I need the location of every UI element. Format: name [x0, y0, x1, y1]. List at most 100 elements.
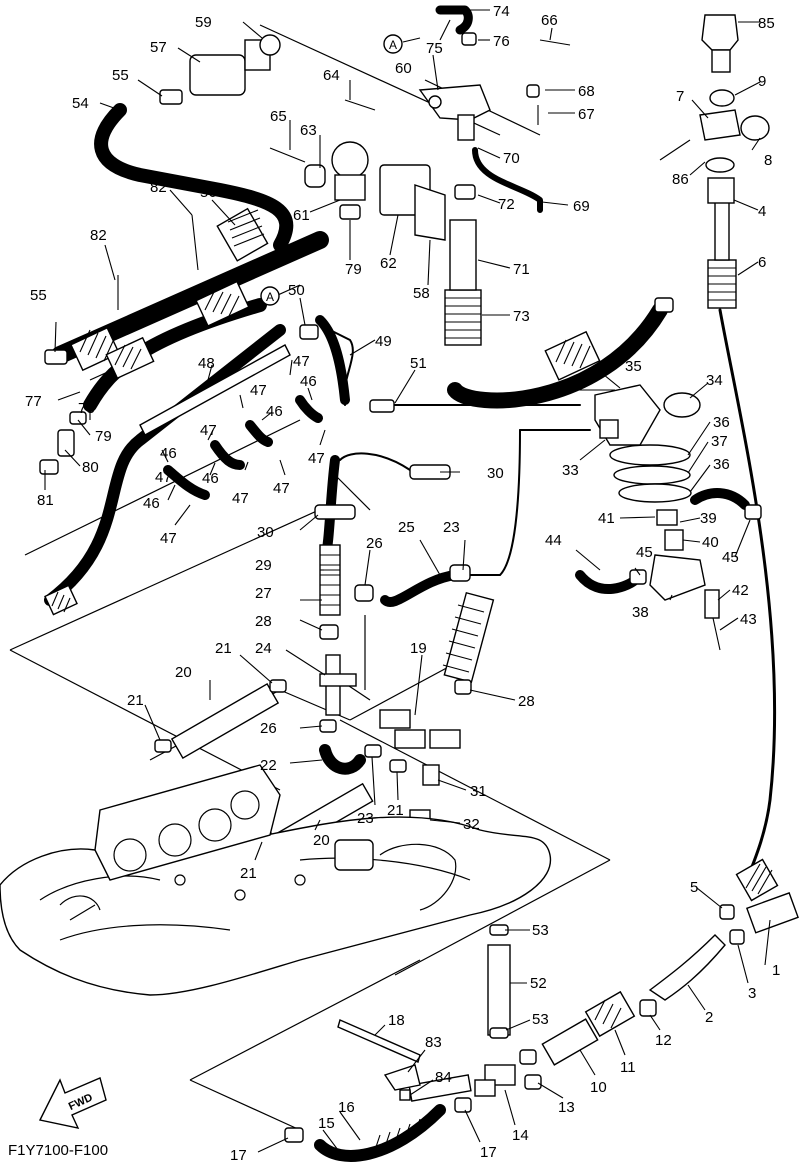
callout-69: 69	[573, 198, 590, 215]
engine-block	[0, 764, 552, 996]
callout-46-d: 46	[202, 470, 219, 487]
components	[39, 14, 770, 1143]
fwd-arrow: FWD	[38, 1077, 107, 1129]
callout-24: 24	[255, 640, 272, 657]
callout-83: 83	[425, 1034, 442, 1051]
callout-53-bottom: 53	[532, 1011, 549, 1028]
callout-42: 42	[732, 582, 749, 599]
callout-36-bottom: 36	[713, 456, 730, 473]
callout-47-f: 47	[232, 490, 249, 507]
callout-23-top: 23	[443, 519, 460, 536]
callout-14: 14	[512, 1127, 529, 1144]
callout-52: 52	[530, 975, 547, 992]
callout-16: 16	[338, 1099, 355, 1116]
callout-59: 59	[195, 14, 212, 31]
callout-66: 66	[541, 12, 558, 29]
callout-65: 65	[270, 108, 287, 125]
callout-17-right: 17	[480, 1144, 497, 1161]
callout-54: 54	[72, 95, 89, 112]
callout-37: 37	[711, 433, 728, 450]
callout-46-c: 46	[160, 445, 177, 462]
assembly-boundary-lines	[9, 24, 611, 1131]
callout-7: 7	[676, 88, 684, 105]
callout-8: 8	[764, 152, 772, 169]
callout-47-e: 47	[155, 469, 172, 486]
diagram-code: F1Y7100-F100	[8, 1142, 108, 1159]
callout-46-b: 46	[266, 403, 283, 420]
callout-28-left: 28	[255, 613, 272, 630]
ref-mark-a-middle-text: A	[266, 290, 274, 304]
callout-21-a: 21	[215, 640, 232, 657]
callout-44: 44	[545, 532, 562, 549]
callout-21-c: 21	[387, 802, 404, 819]
callout-21-b: 21	[127, 692, 144, 709]
callout-38: 38	[632, 604, 649, 621]
ref-mark-a-top	[383, 34, 403, 54]
callout-20-top: 20	[175, 664, 192, 681]
callout-47-b: 47	[250, 382, 267, 399]
callout-47-c: 47	[200, 422, 217, 439]
callout-82-top: 82	[150, 179, 167, 196]
corrugated-sections	[44, 199, 779, 902]
callout-55-top: 55	[112, 67, 129, 84]
callout-45-right: 45	[722, 549, 739, 566]
callout-46-a: 46	[300, 373, 317, 390]
callout-26-bottom: 26	[260, 720, 277, 737]
callout-64: 64	[323, 67, 340, 84]
callout-36-top: 36	[713, 414, 730, 431]
callout-47-g: 47	[273, 480, 290, 497]
callout-67: 67	[578, 106, 595, 123]
callout-20-bottom: 20	[313, 832, 330, 849]
callout-74: 74	[493, 3, 510, 20]
callout-51: 51	[410, 355, 427, 372]
callout-82-bottom: 82	[90, 227, 107, 244]
callout-34: 34	[706, 372, 723, 389]
callout-79-right: 79	[345, 261, 362, 278]
callout-76: 76	[493, 33, 510, 50]
callout-11: 11	[620, 1059, 636, 1076]
callout-46-e: 46	[143, 495, 160, 512]
callout-58: 58	[413, 285, 430, 302]
callout-62: 62	[380, 255, 397, 272]
callout-75: 75	[426, 40, 443, 57]
callout-32: 32	[463, 816, 480, 833]
callout-49: 49	[375, 333, 392, 350]
callout-10: 10	[590, 1079, 607, 1096]
callout-23-bottom: 23	[357, 810, 374, 827]
callout-labels: 1 2 3 4 5 6 7 8 9 10 11 12 13 14 15 16 1…	[25, 3, 780, 1164]
callout-30-left: 30	[257, 524, 274, 541]
callout-70: 70	[503, 150, 520, 167]
callout-40: 40	[702, 534, 719, 551]
callout-61: 61	[293, 207, 310, 224]
callout-71: 71	[513, 261, 530, 278]
callout-73: 73	[513, 308, 530, 325]
callout-21-d: 21	[240, 865, 257, 882]
callout-5: 5	[690, 879, 698, 896]
callout-2: 2	[705, 1009, 713, 1026]
callout-18: 18	[388, 1012, 405, 1029]
callout-55-left: 55	[30, 287, 47, 304]
callout-17-left: 17	[230, 1147, 247, 1164]
callout-80: 80	[82, 459, 99, 476]
callout-4: 4	[758, 203, 766, 220]
callout-85: 85	[758, 15, 775, 32]
ref-mark-a-top-text: A	[389, 38, 397, 52]
callout-31: 31	[470, 783, 487, 800]
callout-78: 78	[78, 400, 95, 417]
callout-72: 72	[498, 196, 515, 213]
callout-12: 12	[655, 1032, 672, 1049]
callout-50: 50	[288, 282, 305, 299]
callout-53-top: 53	[532, 922, 549, 939]
callout-48: 48	[198, 355, 215, 372]
ref-mark-a-middle	[260, 286, 280, 306]
callout-81: 81	[37, 492, 54, 509]
callout-27: 27	[255, 585, 272, 602]
callout-28-right: 28	[518, 693, 535, 710]
callout-22: 22	[260, 757, 277, 774]
callout-19: 19	[410, 640, 427, 657]
callout-45-left: 45	[636, 544, 653, 561]
reference-marks: A A	[260, 34, 421, 306]
callout-43: 43	[740, 611, 757, 628]
callout-1: 1	[772, 962, 780, 979]
